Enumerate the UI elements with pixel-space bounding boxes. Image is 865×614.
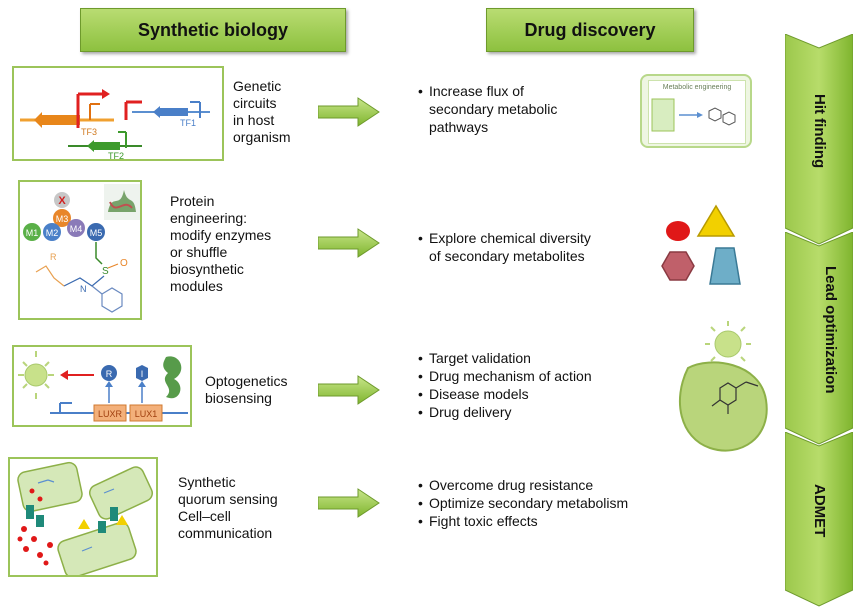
- tf3-label: TF3: [81, 127, 97, 137]
- row1-label-line: Genetic: [233, 78, 282, 94]
- tf2-label: TF2: [108, 151, 124, 161]
- row2-label: Protein engineering: modify enzymes or s…: [170, 193, 271, 295]
- row4-label: Synthetic quorum sensing Cell–cell commu…: [178, 474, 278, 542]
- n-label: N: [80, 284, 87, 294]
- m4-label: M4: [70, 224, 83, 234]
- metabolic-engineering-thumbnail: Metabolic engineering: [640, 74, 752, 148]
- arrow-right-icon: [318, 488, 380, 518]
- row2-label-line: modify enzymes: [170, 227, 272, 243]
- lux1-label: LUX1: [135, 409, 158, 419]
- arrow-right-icon: [318, 228, 380, 258]
- arrow-right-icon: [318, 97, 380, 127]
- stage-label: Hit finding: [811, 93, 828, 169]
- protein-engineering-figure: X M3 M1 M2 M4 M5 S O N R: [18, 180, 142, 320]
- bullet-item: Optimize secondary metabolism: [418, 494, 628, 512]
- stage-label: Lead optimization: [822, 266, 839, 394]
- row4-label-line: Cell–cell: [178, 508, 231, 524]
- arrow-right-icon: [318, 375, 380, 405]
- row4-label-line: Synthetic: [178, 474, 236, 490]
- x-label: X: [58, 195, 66, 207]
- bullet-item: Drug delivery: [418, 403, 592, 421]
- header-drug-discovery: Drug discovery: [486, 8, 694, 52]
- genetic-circuit-figure: TF3 TF1 TF2: [12, 66, 224, 161]
- row3-bullets: Target validation Drug mechanism of acti…: [418, 349, 592, 421]
- quorum-sensing-figure: [8, 457, 158, 577]
- bullet-item: Disease models: [418, 385, 592, 403]
- row3-label: Optogenetics biosensing: [205, 373, 288, 407]
- row3-label-line: Optogenetics: [205, 373, 288, 389]
- row2-label-line: or shuffle: [170, 244, 228, 260]
- s-label: S: [102, 266, 109, 277]
- row1-label-line: circuits: [233, 95, 277, 111]
- row1-label: Genetic circuits in host organism: [233, 78, 291, 146]
- row2-label-line: engineering:: [170, 210, 248, 226]
- r-protein-label: R: [106, 369, 113, 379]
- optogenetics-figure: R I LUXR LUX1: [12, 345, 192, 427]
- m2-label: M2: [46, 228, 59, 238]
- stage-admet: ADMET: [785, 432, 853, 608]
- bullet-item: Overcome drug resistance: [418, 476, 628, 494]
- row2-label-line: Protein: [170, 193, 215, 209]
- row1-label-line: in host: [233, 112, 275, 128]
- bullet-item: Fight toxic effects: [418, 512, 628, 530]
- stage-lead-optimization: Lead optimization: [785, 232, 853, 446]
- stage-hit-finding: Hit finding: [785, 34, 853, 246]
- bullet-item: Target validation: [418, 349, 592, 367]
- m3-label: M3: [56, 214, 69, 224]
- cell-with-sun-icon: [678, 321, 768, 452]
- r-label: R: [50, 252, 57, 262]
- row4-bullets: Overcome drug resistance Optimize second…: [418, 476, 628, 530]
- o-label: O: [120, 258, 128, 269]
- row4-label-line: communication: [178, 525, 273, 541]
- luxr-label: LUXR: [98, 409, 123, 419]
- i-label: I: [141, 369, 144, 379]
- row2-label-line: biosynthetic: [170, 261, 244, 277]
- thumbnail-title: Metabolic engineering: [662, 84, 732, 91]
- bullet-item: Drug mechanism of action: [418, 367, 592, 385]
- tf1-label: TF1: [180, 118, 196, 128]
- row3-label-line: biosensing: [205, 390, 272, 406]
- row4-label-line: quorum sensing: [178, 491, 278, 507]
- molecule-shapes-icon: [661, 204, 741, 285]
- row2-label-line: modules: [170, 278, 223, 294]
- m1-label: M1: [26, 228, 39, 238]
- stage-label: ADMET: [811, 484, 828, 538]
- row1-label-line: organism: [233, 129, 291, 145]
- header-synthetic-biology: Synthetic biology: [80, 8, 346, 52]
- m5-label: M5: [90, 228, 103, 238]
